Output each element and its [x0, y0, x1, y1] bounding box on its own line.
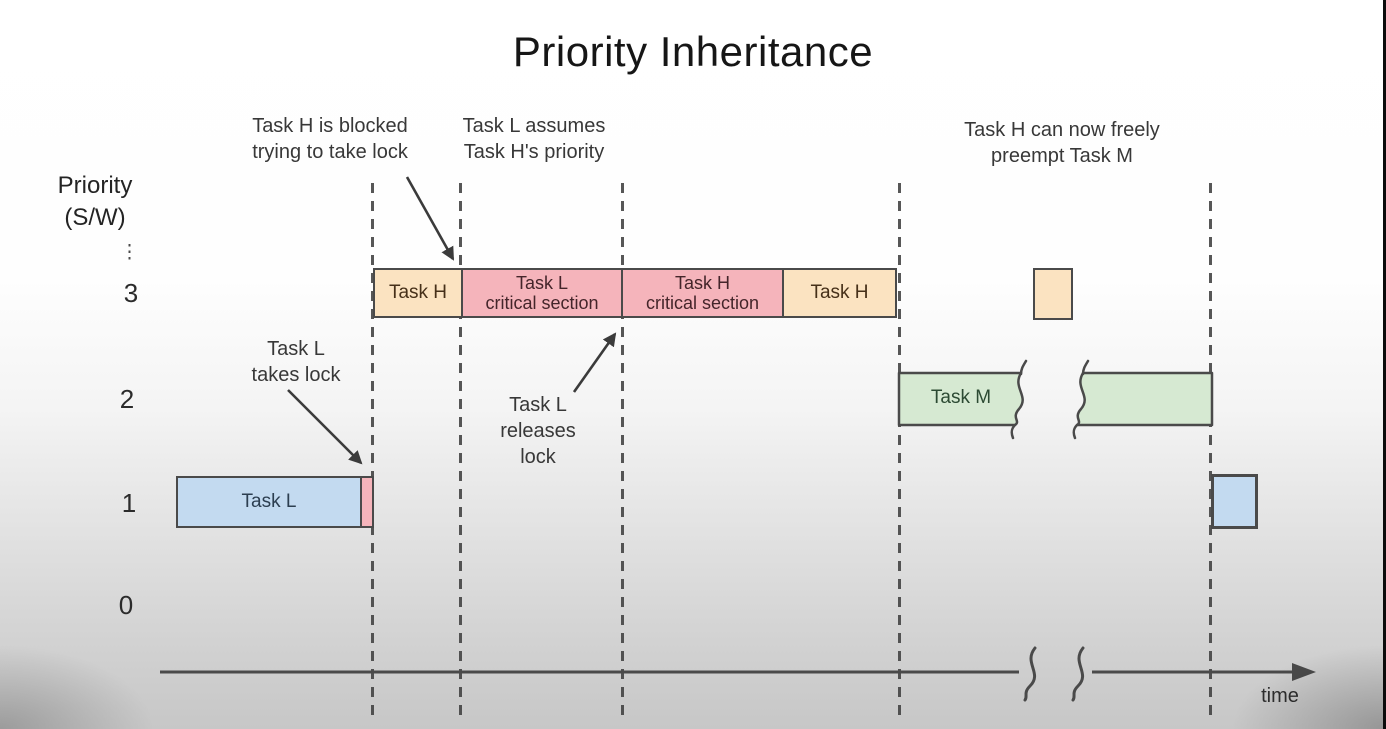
- task-h-small-box: [1033, 268, 1073, 320]
- y-axis-label: Priority (S/W): [57, 172, 133, 231]
- arrow-task-l-releases-lock: [572, 332, 617, 393]
- annotation-task-l-assumes: Task L assumes Task H's priority: [462, 115, 606, 163]
- task-l-small-box-fill: [1214, 477, 1255, 526]
- annotation-task-h-preempt: Task H can now freely preempt Task M: [964, 119, 1160, 167]
- priority-3-bar: Task H Task L critical section Task H cr…: [373, 268, 897, 318]
- priority-tick-3: 3: [123, 278, 139, 308]
- task-l-critical-sliver: [360, 478, 372, 526]
- priority-ellipsis: ⋮: [120, 242, 139, 263]
- time-axis-break-squiggle-1: [1023, 646, 1037, 702]
- annotation-task-l-releases-lock: Task L releases lock: [500, 394, 576, 468]
- task-l-critical-section-segment: Task L critical section: [461, 270, 621, 316]
- arrow-task-l-takes-lock: [287, 389, 363, 465]
- priority-tick-2: 2: [119, 384, 135, 414]
- task-l-bar-fill: Task L: [178, 478, 360, 526]
- priority-tick-0: 0: [118, 590, 134, 620]
- task-h-small-box-fill: [1035, 270, 1071, 318]
- video-edge-strip: [1383, 0, 1386, 729]
- time-marker-line-2: [459, 183, 462, 719]
- priority-tick-1: 1: [121, 488, 137, 518]
- task-m-label: Task M: [930, 386, 992, 408]
- time-marker-line-5: [1209, 183, 1212, 719]
- task-m-bar-segment-2: [1075, 371, 1214, 427]
- time-axis-break-squiggle-2: [1071, 646, 1085, 702]
- time-marker-line-1: [371, 183, 374, 719]
- annotation-task-l-takes-lock: Task L takes lock: [251, 338, 341, 386]
- task-l-small-box: [1211, 474, 1258, 529]
- task-l-bar: Task L: [176, 476, 374, 528]
- time-marker-line-4: [898, 183, 901, 719]
- time-axis-arrowhead: [1292, 663, 1316, 681]
- task-h-segment-1: Task H: [375, 270, 461, 316]
- annotation-task-h-blocked: Task H is blocked trying to take lock: [252, 115, 408, 163]
- task-m-break-overshoot-2: [1072, 359, 1090, 440]
- task-h-critical-section-segment: Task H critical section: [621, 270, 782, 316]
- diagram-title: Priority Inheritance: [512, 28, 874, 75]
- arrow-task-h-blocked: [405, 176, 455, 261]
- time-axis-label: time: [1261, 685, 1299, 707]
- time-marker-line-3: [621, 183, 624, 719]
- task-h-segment-2: Task H: [782, 270, 895, 316]
